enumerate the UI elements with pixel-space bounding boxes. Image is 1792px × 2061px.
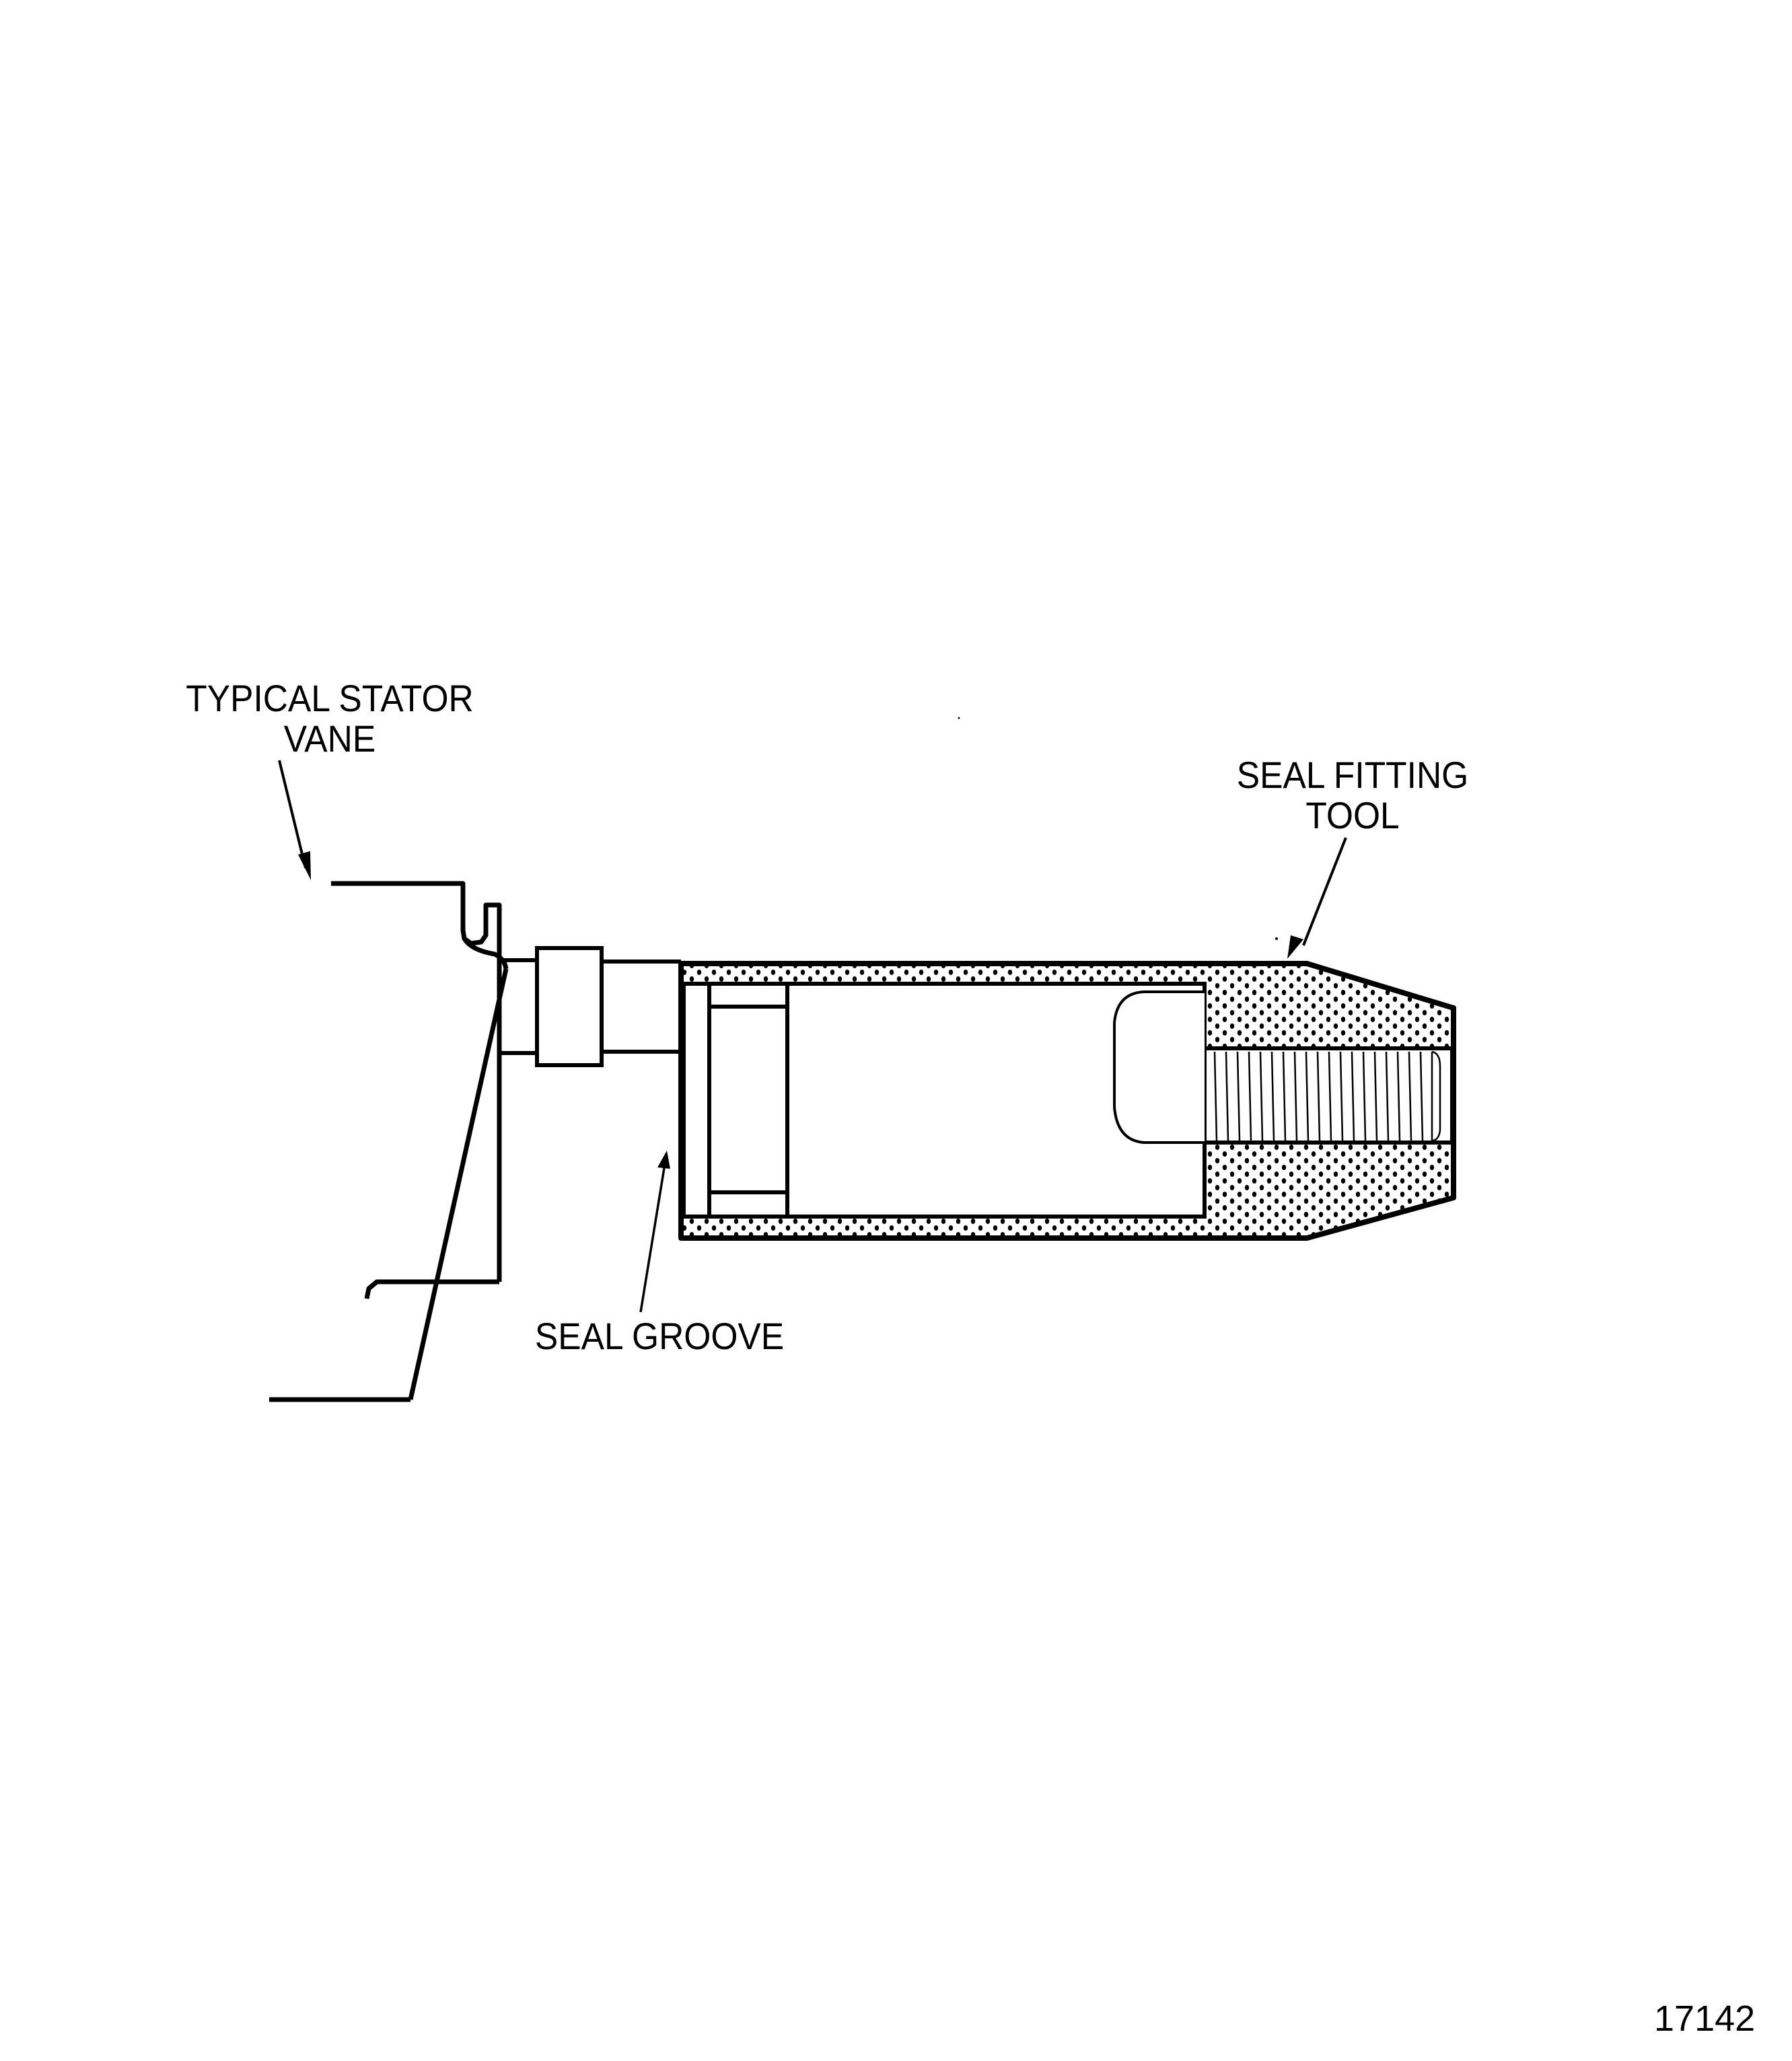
seal-groove-shaft <box>602 960 681 1054</box>
stator-vane-leader-arrow <box>278 760 311 880</box>
stator-vane-label: TYPICAL STATOR VANE <box>169 678 491 759</box>
seal-fitting-tool-label-line1: SEAL FITTING <box>1236 754 1469 796</box>
figure-number: 17142 <box>1654 1998 1756 2039</box>
stator-vane <box>269 881 509 1402</box>
seal-fitting-tool-leader-arrow <box>1287 837 1347 959</box>
seal-groove-label: SEAL GROOVE <box>530 1316 789 1357</box>
seal-fitting-tool-label-line2: TOOL <box>1305 794 1400 836</box>
seal-fitting-tool <box>678 961 1456 1241</box>
stator-vane-label-line2: VANE <box>283 717 376 760</box>
seal-groove-label-text: SEAL GROOVE <box>534 1315 785 1357</box>
shaft-assembly <box>499 958 537 1055</box>
thread-lines <box>1213 1050 1441 1142</box>
seal-collar <box>535 946 604 1067</box>
stator-vane-label-line1: TYPICAL STATOR <box>186 677 474 719</box>
seal-fitting-tool-label: SEAL FITTING TOOL <box>1217 755 1489 836</box>
seal-groove-leader-arrow <box>639 1151 670 1313</box>
